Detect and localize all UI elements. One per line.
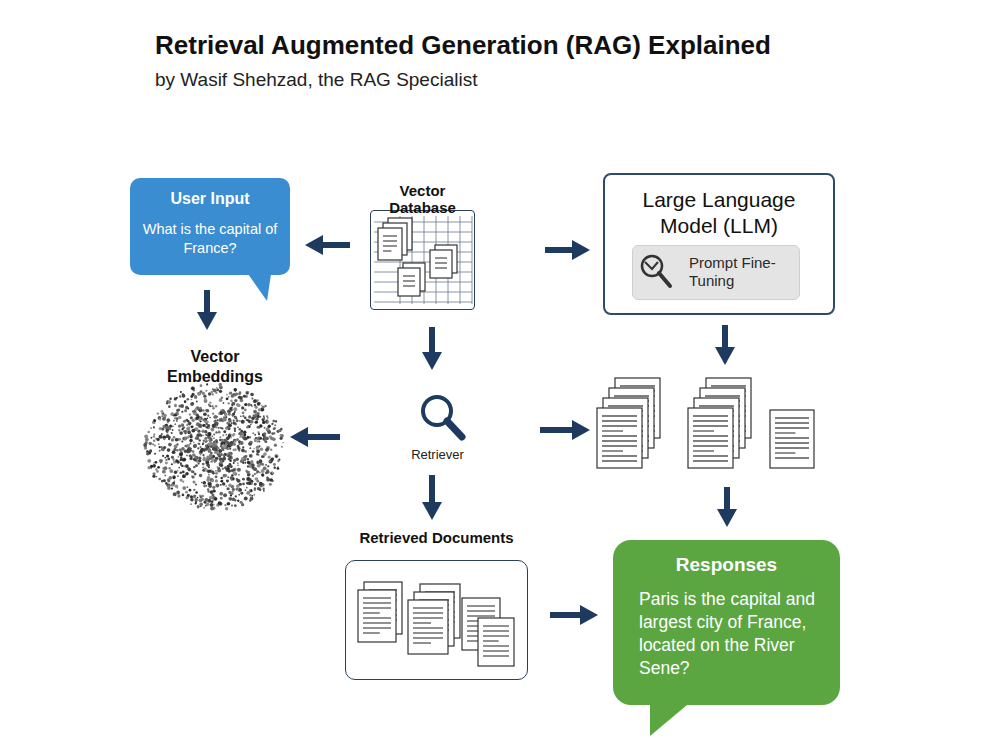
flow-arrow <box>204 290 210 312</box>
node-body: What is the capital of France? <box>134 220 286 258</box>
node-heading: Responses <box>613 554 840 576</box>
bubble-tail <box>130 178 131 179</box>
bubble-tail <box>613 540 614 541</box>
flow-arrow <box>308 434 340 440</box>
document-stack-illustration <box>597 378 814 468</box>
documents-node: Retrieved Documents <box>345 525 528 682</box>
tool-box: Prompt Fine-Tuning <box>632 245 800 300</box>
node-heading: Retriever <box>395 447 480 462</box>
magnifier-icon <box>423 397 462 437</box>
subtitle-label: by Wasif Shehzad, the RAG Specialist <box>155 69 477 91</box>
llm-box: Large Language Model (LLM) Prompt Fine-Tu… <box>603 173 835 315</box>
node-heading: Retrieved Documents <box>345 529 528 546</box>
node-heading: Large Language Model (LLM) <box>629 187 809 239</box>
node-heading: Vector Database <box>365 182 480 216</box>
flow-arrow <box>550 612 580 618</box>
database-illustration <box>374 216 472 304</box>
response-bubble: ResponsesParis is the capital and larges… <box>613 540 840 705</box>
flow-arrow <box>323 242 350 248</box>
inner-frame <box>370 210 475 310</box>
flow-arrow <box>429 327 435 352</box>
inner-frame <box>345 560 528 680</box>
retrieved-documents-illustration <box>358 582 514 666</box>
flow-arrow <box>429 475 435 502</box>
node-heading: User Input <box>130 190 290 208</box>
node-heading: Vector Embeddings <box>165 347 265 387</box>
diagram-title: Retrieval Augmented Generation (RAG) Exp… <box>155 30 771 61</box>
flow-arrow-decor <box>540 325 737 527</box>
flow-arrow <box>545 247 572 253</box>
speech-bubble: User InputWhat is the capital of France? <box>130 178 290 275</box>
database-node: Vector Database <box>365 180 480 312</box>
embedding-cloud <box>143 383 284 511</box>
node-body: Paris is the capital and largest city of… <box>639 588 835 680</box>
node-heading: Prompt Fine-Tuning <box>689 254 789 290</box>
retriever-node: Retriever <box>395 390 480 465</box>
embedding-node: Vector Embeddings <box>140 345 290 510</box>
